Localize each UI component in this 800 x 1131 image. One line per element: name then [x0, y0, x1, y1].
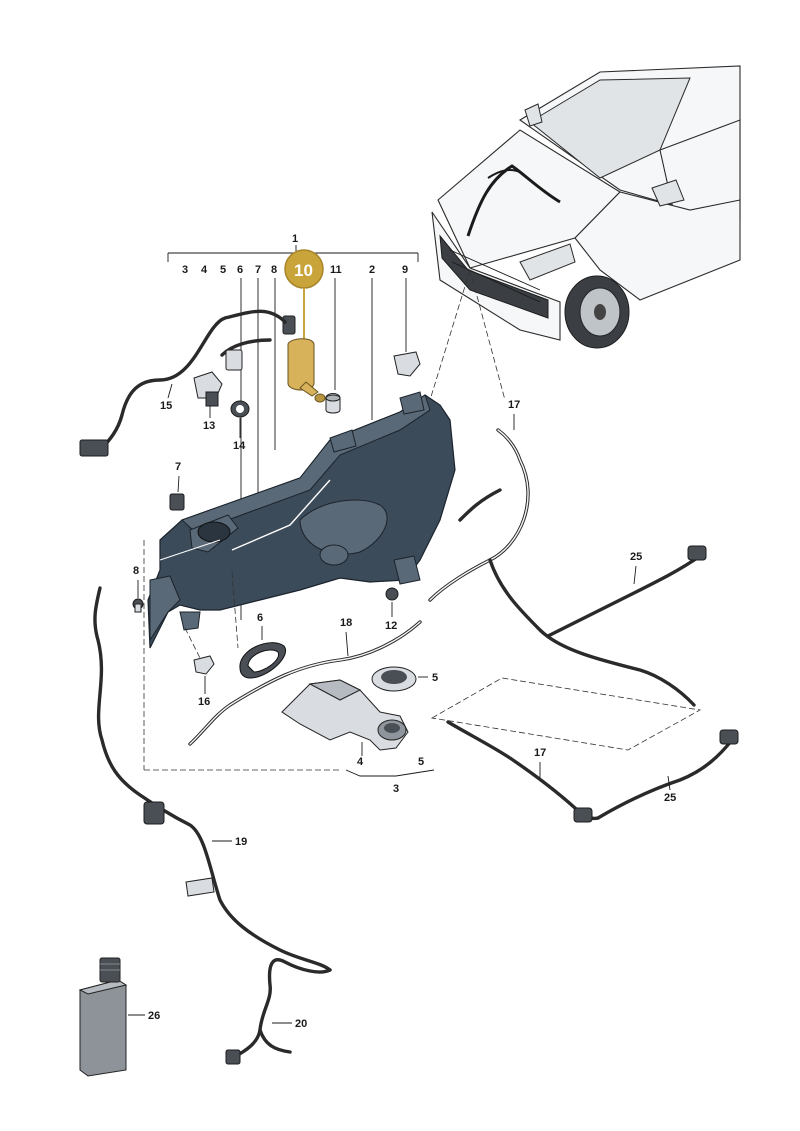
hose-19[interactable]: 19	[93, 540, 340, 972]
part-11[interactable]	[325, 393, 341, 414]
callout-3: 3	[182, 264, 188, 276]
callout-16: 16	[198, 696, 210, 708]
hose-25-upper[interactable]: 25	[546, 545, 707, 638]
part-8-bolt[interactable]: 8	[132, 565, 144, 613]
hose-17-lower[interactable]: 17	[446, 720, 600, 823]
callout-19: 19	[235, 836, 247, 848]
washer-pump-highlight[interactable]: 10	[282, 249, 326, 403]
callout-10[interactable]: 10	[294, 261, 313, 280]
callout-14: 14	[233, 440, 246, 452]
part-12-nut[interactable]: 12	[385, 587, 399, 632]
fluid-bottle-26[interactable]: 26	[78, 957, 160, 1077]
callout-11: 11	[330, 264, 342, 276]
callout-12: 12	[385, 620, 397, 632]
callout-7-side: 7	[175, 461, 181, 473]
callout-5-cap: 5	[432, 672, 438, 684]
vehicle-illustration	[429, 65, 741, 401]
callout-15: 15	[160, 400, 172, 412]
callout-20: 20	[295, 1018, 307, 1030]
callout-4: 4	[201, 264, 208, 276]
hose-18[interactable]: 18	[188, 617, 422, 746]
callout-bar: 1 3 4 5 6 7 8 11 2 9	[167, 233, 419, 620]
callout-7: 7	[255, 264, 261, 276]
part-13-14[interactable]: 13 14	[193, 371, 250, 452]
part-3-bracket[interactable]: 5 4 5 3	[281, 666, 438, 795]
callout-8: 8	[271, 264, 277, 276]
callout-2: 2	[369, 264, 375, 276]
part-16-bolt[interactable]: 16	[184, 627, 215, 708]
callout-6: 6	[237, 264, 243, 276]
wiring-harness-15[interactable]: 15	[79, 309, 287, 457]
callout-17-upper: 17	[508, 399, 520, 411]
callout-26: 26	[148, 1010, 160, 1022]
callout-17-lower: 17	[534, 747, 546, 759]
callout-25-upper: 25	[630, 551, 642, 563]
callout-3-bracket: 3	[393, 783, 399, 795]
callout-6-side: 6	[257, 612, 263, 624]
hose-20[interactable]: 20	[225, 958, 332, 1065]
callout-4-bracket: 4	[357, 756, 364, 768]
part-6-seal[interactable]: 6	[231, 571, 287, 679]
callout-18: 18	[340, 617, 352, 629]
callout-25-lower: 25	[664, 792, 676, 804]
washer-reservoir[interactable]	[147, 391, 456, 649]
hose-17-upper[interactable]: 17	[428, 399, 696, 707]
callout-5-bracket: 5	[418, 756, 424, 768]
callout-5: 5	[220, 264, 226, 276]
callout-8-side: 8	[133, 565, 139, 577]
callout-13: 13	[203, 420, 215, 432]
part-7-clip[interactable]: 7	[169, 461, 185, 511]
part-9-cap[interactable]	[393, 351, 421, 377]
callout-9: 9	[402, 264, 408, 276]
callout-1: 1	[292, 233, 298, 245]
hose-25-lower[interactable]: 25	[596, 729, 739, 820]
